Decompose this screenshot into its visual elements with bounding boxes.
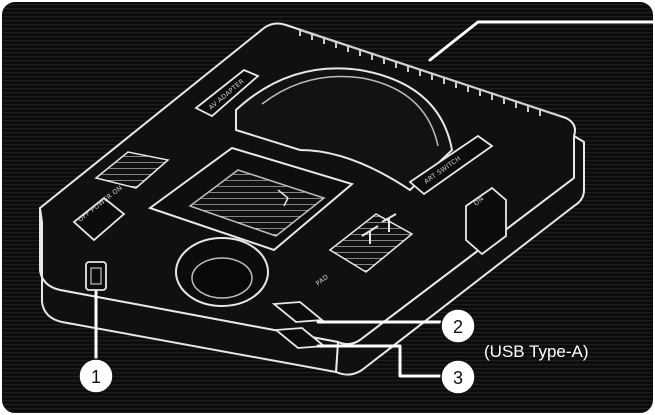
- console-right-face: [335, 135, 585, 376]
- front-port: [85, 261, 107, 291]
- callout-1-number: 1: [91, 367, 101, 387]
- usb-type-note: (USB Type-A): [484, 342, 589, 361]
- right-switch: ON: [465, 186, 507, 256]
- usb-port-upper: [271, 301, 325, 323]
- callout-2-number: 2: [453, 317, 463, 337]
- left-vent: [94, 151, 170, 189]
- logo-mark: [361, 213, 397, 244]
- top-dome: [235, 67, 454, 192]
- callout-1: 1: [78, 358, 114, 394]
- console-front-face: [39, 207, 339, 373]
- leader-lines: [94, 20, 655, 378]
- card-slot-arrow-icon: [277, 189, 289, 207]
- card-slot: [147, 146, 355, 252]
- leader-line-3: [316, 344, 444, 378]
- callout-2: 2: [440, 308, 476, 344]
- top-dome-inner: [261, 75, 439, 147]
- leader-line-top: [428, 20, 655, 62]
- callout-3: 3: [440, 359, 476, 395]
- callout-3-number: 3: [453, 368, 463, 388]
- rear-ridges: [299, 29, 561, 117]
- disc-well-inner: [191, 257, 253, 299]
